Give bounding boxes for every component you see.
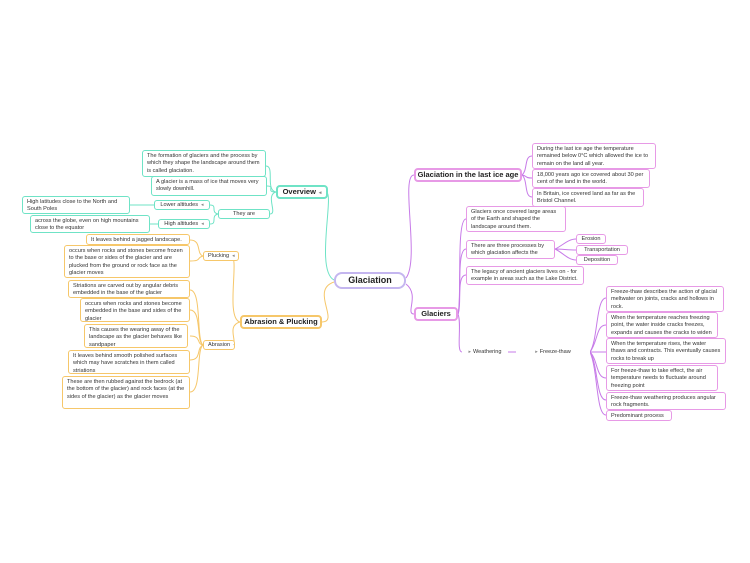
freeze-thaw-label: ▸Freeze-thaw Weathering — [535, 349, 571, 355]
lower-altitudes-label: Lower altitudes◂ — [160, 202, 204, 208]
wire-central-glaciers — [405, 283, 415, 315]
collapse-arrow-icon: ◂ — [201, 221, 204, 227]
collapse-arrow-icon: ◂ — [232, 253, 235, 259]
glaciers-leaf-processes[interactable]: There are three processes by which glaci… — [466, 240, 555, 259]
collapse-arrow-icon: ▸ — [535, 349, 538, 355]
collapse-arrow-icon: ◂ — [233, 342, 234, 348]
abrasion-leaf-striations-text: Striations are carved out by angular deb… — [73, 283, 179, 297]
glaciers-leaf-covered-text: Glaciers once covered large areas of the… — [471, 209, 557, 230]
high-altitudes-topic[interactable]: High altitudes◂ — [158, 219, 210, 229]
freeze-thaw-leaf-thaws-text: When the temperature rises, the water th… — [611, 341, 721, 362]
central-topic[interactable]: Glaciation — [334, 272, 406, 289]
abrasion-leaf-definition-text: occurs when rocks and stones become embe… — [85, 301, 182, 322]
glaciers-leaf-legacy[interactable]: The legacy of ancient glaciers lives on … — [466, 266, 584, 285]
abrasion-leaf-bedrock-text: These are then rubbed against the bedroc… — [67, 379, 185, 400]
lower-altitudes-topic[interactable]: Lower altitudes◂ — [154, 200, 210, 210]
freeze-thaw-leaf-definition[interactable]: Freeze-thaw describes the action of glac… — [606, 286, 724, 312]
plucking-leaf-definition[interactable]: occurs when rocks and stones become froz… — [64, 245, 190, 278]
abrasion-leaf-polished[interactable]: It leaves behind smooth polished surface… — [68, 350, 190, 374]
ice-age-leaf-temperature[interactable]: During the last ice age the temperature … — [532, 143, 656, 169]
freeze-thaw-leaf-fragments-text: Freeze-thaw weathering produces angular … — [611, 395, 716, 409]
ice-age-leaf-temperature-text: During the last ice age the temperature … — [537, 146, 649, 167]
ice-age-leaf-britain-text: In Britain, ice covered land as far as t… — [537, 191, 636, 205]
high-altitudes-label: High altitudes◂ — [164, 221, 204, 227]
process-transportation[interactable]: Transportation — [576, 245, 628, 255]
ice-age-leaf-coverage[interactable]: 18,000 years ago ice covered about 30 pe… — [532, 169, 650, 188]
freeze-thaw-leaf-definition-text: Freeze-thaw describes the action of glac… — [611, 289, 718, 310]
process-erosion-label: Erosion — [581, 236, 601, 242]
freeze-thaw-topic[interactable]: ▸Freeze-thaw Weathering — [516, 347, 590, 357]
abrasion-leaf-striations[interactable]: Striations are carved out by angular deb… — [68, 280, 190, 298]
freeze-thaw-leaf-fragments[interactable]: Freeze-thaw weathering produces angular … — [606, 392, 726, 410]
freeze-thaw-leaf-fluctuate-text: For freeze-thaw to take effect, the air … — [611, 368, 706, 389]
they-are-found-label: They are found◂ — [223, 211, 265, 219]
ice-age-leaf-britain[interactable]: In Britain, ice covered land as far as t… — [532, 188, 644, 207]
weathering-topic[interactable]: ▸Weathering — [462, 347, 508, 357]
glaciers-topic[interactable]: Glaciers — [414, 307, 458, 321]
plucking-label: Plucking◂ — [208, 253, 235, 259]
abrasion-leaf-bedrock[interactable]: These are then rubbed against the bedroc… — [62, 376, 190, 409]
central-topic-label: Glaciation — [348, 275, 392, 285]
freeze-thaw-leaf-fluctuate[interactable]: For freeze-thaw to take effect, the air … — [606, 365, 718, 391]
abrasion-leaf-polished-text: It leaves behind smooth polished surface… — [73, 353, 178, 374]
high-altitudes-leaf[interactable]: across the globe, even on high mountains… — [30, 215, 150, 233]
collapse-arrow-icon: ◂ — [251, 218, 254, 219]
process-deposition[interactable]: Deposition — [576, 255, 618, 265]
overview-topic[interactable]: Overview◂ — [276, 185, 328, 199]
collapse-arrow-icon: ◂ — [318, 190, 322, 196]
lower-altitudes-leaf-text: High latitudes close to the North and So… — [27, 199, 118, 213]
plucking-topic[interactable]: Plucking◂ — [203, 251, 239, 261]
collapse-arrow-icon: ▸ — [468, 349, 471, 355]
abrasion-leaf-definition[interactable]: occurs when rocks and stones become embe… — [80, 298, 190, 322]
ice-age-leaf-coverage-text: 18,000 years ago ice covered about 30 pe… — [537, 172, 644, 186]
collapse-arrow-icon: ◂ — [201, 202, 204, 208]
freeze-thaw-leaf-predominant-text: Predominant process — [611, 413, 664, 419]
abrasion-label: Abrasion◂ — [208, 342, 234, 349]
lower-altitudes-leaf[interactable]: High latitudes close to the North and So… — [22, 196, 130, 214]
wire-central-abrasion — [321, 281, 335, 323]
glaciers-leaf-covered[interactable]: Glaciers once covered large areas of the… — [466, 206, 566, 232]
freeze-thaw-leaf-freezing-text: When the temperature reaches freezing po… — [611, 315, 712, 336]
abrasion-leaf-sandpaper[interactable]: This causes the wearing away of the land… — [84, 324, 188, 348]
overview-leaf-definition[interactable]: The formation of glaciers and the proces… — [142, 150, 266, 177]
overview-leaf-glacier-text: A glacier is a mass of ice that moves ve… — [156, 179, 259, 193]
abrasion-leaf-sandpaper-text: This causes the wearing away of the land… — [89, 327, 182, 348]
high-altitudes-leaf-text: across the globe, even on high mountains… — [35, 218, 139, 232]
process-erosion[interactable]: Erosion — [576, 234, 606, 244]
plucking-leaf-jagged-text: It leaves behind a jagged landscape. — [91, 237, 182, 243]
abrasion-plucking-label: Abrasion & Plucking — [244, 317, 318, 326]
plucking-leaf-definition-text: occurs when rocks and stones become froz… — [69, 248, 183, 276]
glaciers-leaf-legacy-text: The legacy of ancient glaciers lives on … — [471, 269, 578, 283]
overview-leaf-definition-text: The formation of glaciers and the proces… — [147, 153, 260, 174]
last-ice-age-label: Glaciation in the last ice age — [417, 170, 519, 179]
overview-label: Overview◂ — [282, 187, 322, 196]
weathering-label: ▸Weathering — [468, 349, 502, 355]
freeze-thaw-leaf-predominant[interactable]: Predominant process — [606, 410, 672, 421]
wire-central-overview — [324, 191, 335, 281]
abrasion-plucking-topic[interactable]: Abrasion & Plucking — [240, 315, 322, 329]
process-deposition-label: Deposition — [583, 257, 611, 263]
freeze-thaw-leaf-thaws[interactable]: When the temperature rises, the water th… — [606, 338, 726, 364]
they-are-found-topic[interactable]: They are found◂ — [218, 209, 270, 219]
last-ice-age-topic[interactable]: Glaciation in the last ice age — [414, 168, 522, 182]
process-transportation-label: Transportation — [584, 247, 620, 253]
glaciers-leaf-processes-text: There are three processes by which glaci… — [471, 243, 545, 258]
overview-leaf-glacier[interactable]: A glacier is a mass of ice that moves ve… — [151, 176, 267, 196]
plucking-leaf-jagged[interactable]: It leaves behind a jagged landscape. — [86, 234, 190, 245]
freeze-thaw-leaf-freezing[interactable]: When the temperature reaches freezing po… — [606, 312, 718, 338]
glaciers-label: Glaciers — [421, 309, 451, 318]
wire-central-icedage — [405, 174, 415, 279]
abrasion-topic[interactable]: Abrasion◂ — [203, 340, 235, 350]
